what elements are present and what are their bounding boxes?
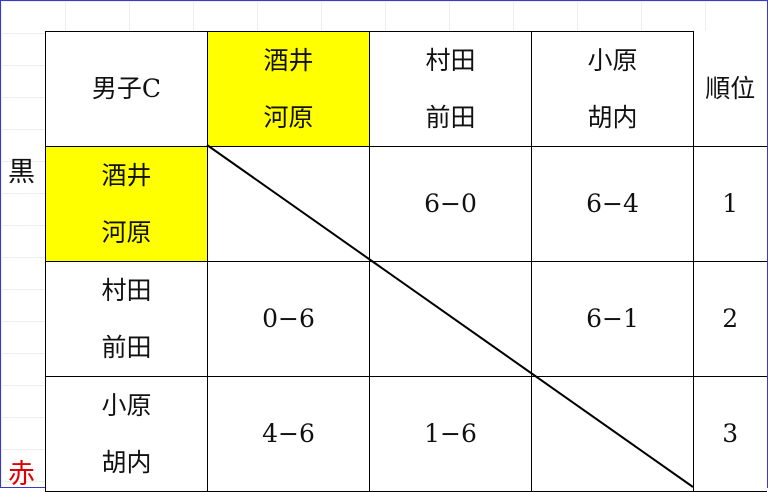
player-name: 小原 bbox=[101, 391, 152, 420]
row-header: 村田 前田 bbox=[45, 261, 208, 377]
column-header: 酒井 河原 bbox=[207, 31, 370, 147]
player-name: 胡内 bbox=[101, 448, 152, 477]
side-label-black: 黒 bbox=[8, 157, 35, 188]
corner-cell: 男子C bbox=[45, 31, 208, 147]
row-header: 小原 胡内 bbox=[45, 376, 208, 492]
column-header: 小原 胡内 bbox=[531, 31, 694, 147]
score-cell bbox=[531, 376, 694, 492]
group-title: 男子C bbox=[91, 74, 162, 103]
score-cell bbox=[369, 261, 532, 377]
player-name: 村田 bbox=[101, 276, 152, 305]
rank-cell: 1 bbox=[693, 146, 767, 262]
player-name: 河原 bbox=[263, 103, 314, 132]
row-header: 酒井 河原 bbox=[45, 146, 208, 262]
score-cell: 1−6 bbox=[369, 376, 532, 492]
score-cell: 6−4 bbox=[531, 146, 694, 262]
score-cell: 6−0 bbox=[369, 146, 532, 262]
player-name: 胡内 bbox=[587, 103, 638, 132]
score-cell bbox=[207, 146, 370, 262]
table-row: 小原 胡内 4−6 1−6 3 bbox=[45, 376, 767, 492]
rank-cell: 2 bbox=[693, 261, 767, 377]
side-label-red: 赤 bbox=[8, 459, 35, 490]
player-name: 前田 bbox=[425, 103, 476, 132]
table-row: 村田 前田 0−6 6−1 2 bbox=[45, 261, 767, 377]
player-name: 河原 bbox=[101, 218, 152, 247]
player-name: 小原 bbox=[587, 46, 638, 75]
rank-header: 順位 bbox=[693, 31, 767, 147]
rank-cell: 3 bbox=[693, 376, 767, 492]
league-table: 男子C 酒井 河原 村田 前田 小原 胡内 順位 酒井 河原 6−0 6−4 1… bbox=[45, 31, 767, 492]
column-header: 村田 前田 bbox=[369, 31, 532, 147]
table-row: 酒井 河原 6−0 6−4 1 bbox=[45, 146, 767, 262]
rank-header-label: 順位 bbox=[705, 73, 756, 103]
header-row: 男子C 酒井 河原 村田 前田 小原 胡内 順位 bbox=[45, 31, 767, 147]
score-cell: 6−1 bbox=[531, 261, 694, 377]
player-name: 前田 bbox=[101, 333, 152, 362]
player-name: 酒井 bbox=[101, 161, 152, 190]
player-name: 酒井 bbox=[263, 46, 314, 75]
score-cell: 0−6 bbox=[207, 261, 370, 377]
player-name: 村田 bbox=[425, 46, 476, 75]
score-cell: 4−6 bbox=[207, 376, 370, 492]
